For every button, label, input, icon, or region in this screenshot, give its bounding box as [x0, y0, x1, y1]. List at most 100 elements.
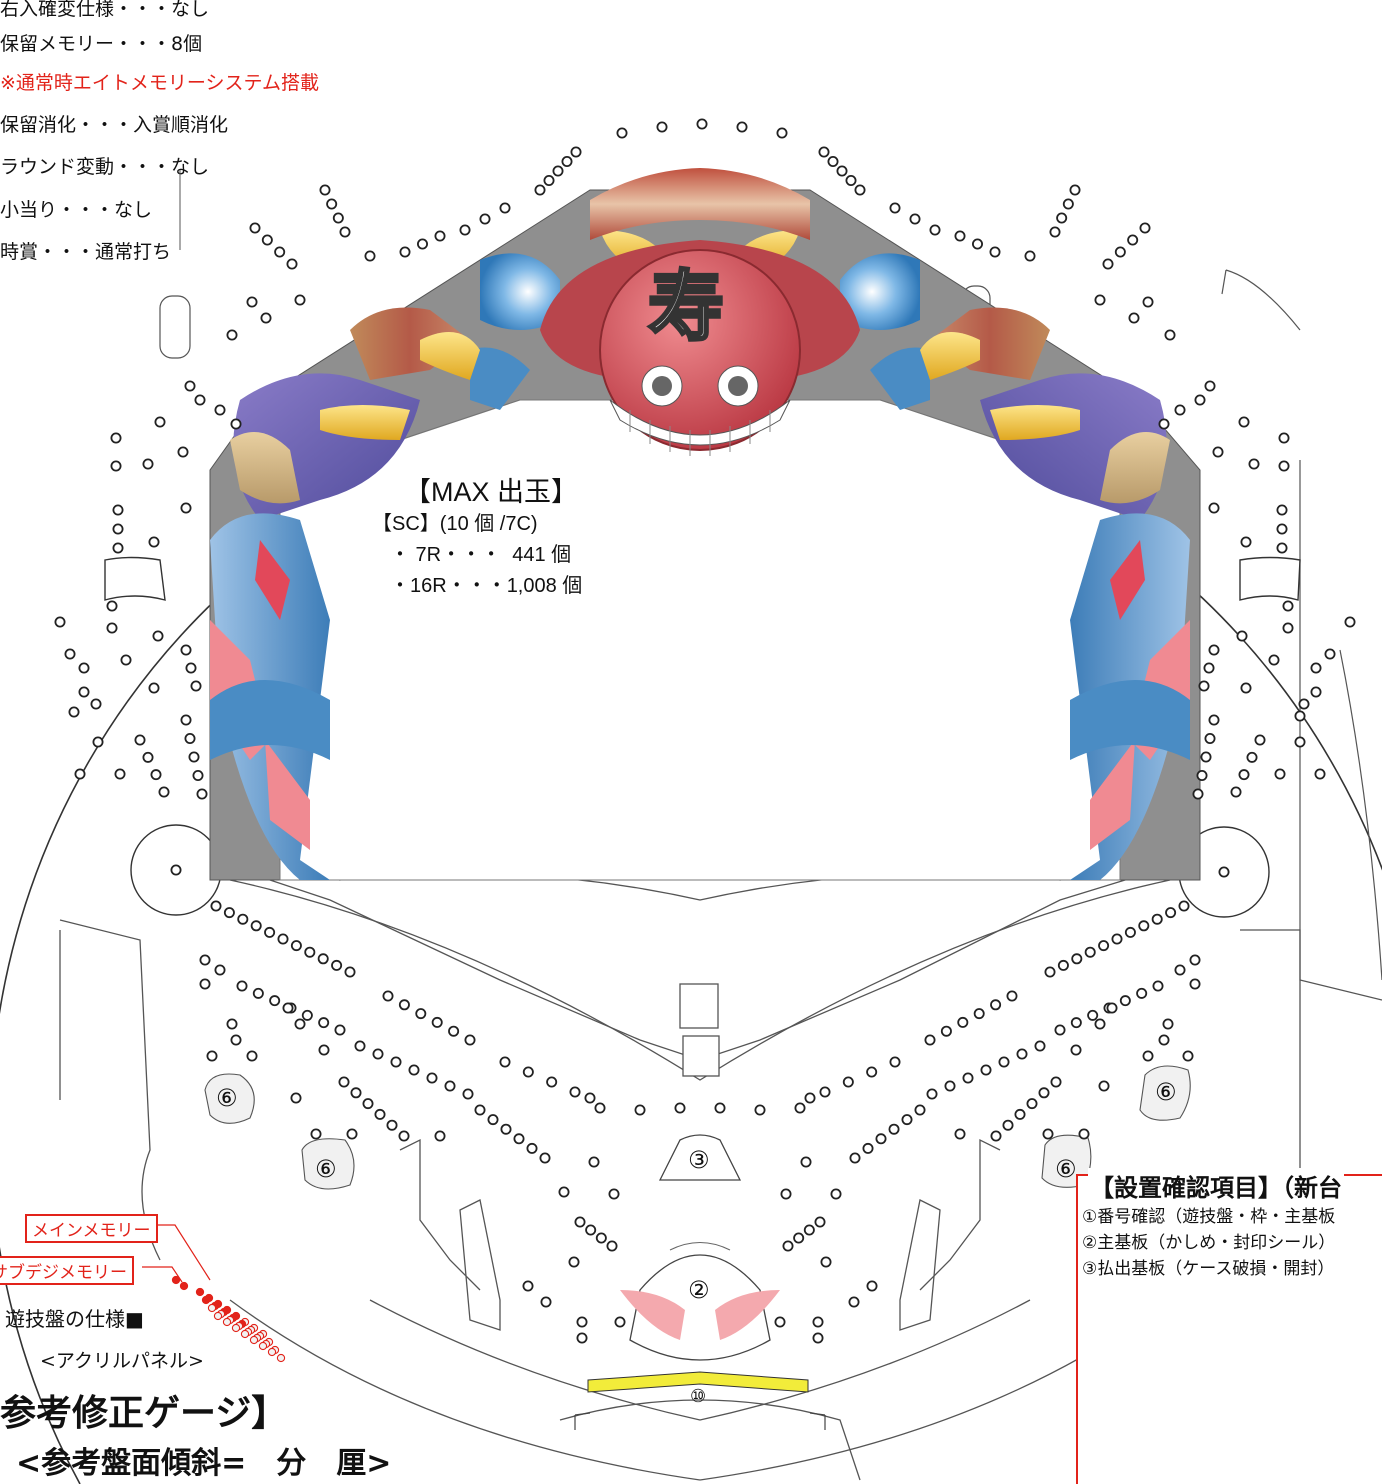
nail — [1071, 953, 1083, 965]
nail — [260, 312, 272, 324]
nail — [522, 1066, 534, 1078]
nail — [382, 990, 394, 1002]
nail — [1050, 1076, 1062, 1088]
nail — [539, 1152, 551, 1164]
nail — [534, 184, 546, 196]
nail — [929, 224, 941, 236]
nail — [1238, 769, 1250, 781]
nail — [957, 1016, 969, 1028]
nail — [142, 751, 154, 763]
nail — [106, 622, 118, 634]
nail — [954, 230, 966, 242]
nail — [142, 458, 154, 470]
gauge-title: 参考修正ゲージ】 — [0, 1393, 288, 1434]
board-spec-label: 遊技盤の仕様■ — [5, 1307, 144, 1331]
nail — [522, 1280, 534, 1292]
nail — [1070, 1044, 1082, 1056]
nail — [940, 1025, 952, 1037]
nail — [526, 1142, 538, 1154]
nail — [1314, 768, 1326, 780]
spec-line-eight-memory: ※通常時エイトメモリーシステム搭載 — [0, 72, 319, 94]
nail — [1240, 682, 1252, 694]
nail — [1208, 644, 1220, 656]
spec-line-round: ラウンド変動・・・なし — [0, 156, 210, 178]
nail — [249, 222, 261, 234]
nail — [78, 662, 90, 674]
nail — [230, 1034, 242, 1046]
nail — [714, 1102, 726, 1114]
nail — [1240, 536, 1252, 548]
nail — [434, 1130, 446, 1142]
nail — [973, 1008, 985, 1020]
nail — [1062, 198, 1074, 210]
nail — [434, 230, 446, 242]
nail — [800, 1156, 812, 1168]
nail — [812, 1332, 824, 1344]
nail — [1204, 733, 1216, 745]
nail — [1294, 710, 1306, 722]
nail — [223, 907, 235, 919]
nail — [110, 432, 122, 444]
nail — [1324, 648, 1336, 660]
nail — [286, 258, 298, 270]
nail — [1094, 1018, 1106, 1030]
center-character — [540, 240, 860, 456]
nail — [576, 1316, 588, 1328]
nail — [301, 1009, 313, 1021]
install-check-item-3: ③払出基板（ケース破損・開封） — [1082, 1259, 1335, 1279]
nail — [1139, 222, 1151, 234]
nail — [980, 1064, 992, 1076]
nail — [290, 1092, 302, 1104]
nail — [1158, 418, 1170, 430]
nail — [226, 1018, 238, 1030]
nail — [614, 1316, 626, 1328]
nail — [814, 1216, 826, 1228]
nail — [332, 212, 344, 224]
nail — [390, 1056, 402, 1068]
nail — [1114, 246, 1126, 258]
nail — [282, 1002, 294, 1014]
nail — [1238, 416, 1250, 428]
nail — [866, 1280, 878, 1292]
nail — [459, 224, 471, 236]
nail — [570, 146, 582, 158]
dragon-left — [210, 168, 700, 880]
nail — [656, 121, 668, 133]
nail — [1208, 502, 1220, 514]
nail — [331, 959, 343, 971]
nail — [184, 380, 196, 392]
nail — [1124, 926, 1136, 938]
memory-lamp — [195, 1287, 205, 1297]
nail — [92, 736, 104, 748]
spec-line-digestion: 保留消化・・・入賞順消化 — [0, 114, 229, 136]
nail — [1069, 184, 1081, 196]
nail — [1006, 990, 1018, 1002]
nail — [304, 946, 316, 958]
memory-lamp — [207, 1303, 217, 1313]
nail — [190, 680, 202, 692]
pocket-three — [658, 1134, 742, 1181]
nail — [150, 769, 162, 781]
nail — [261, 234, 273, 246]
nail — [944, 1080, 956, 1092]
nail — [374, 1108, 386, 1120]
nail — [346, 1128, 358, 1140]
nail — [543, 174, 555, 186]
memory-lamp — [258, 1341, 268, 1351]
nail — [344, 966, 356, 978]
nail — [774, 1316, 786, 1328]
nail — [398, 1130, 410, 1142]
nail — [1189, 978, 1201, 990]
install-check-title: 【設置確認項目】（新台 — [1088, 1168, 1344, 1203]
attacker-label: ⑩ — [690, 1386, 707, 1407]
nail — [192, 770, 204, 782]
nail — [1128, 312, 1140, 324]
nail — [819, 1086, 831, 1098]
nail — [569, 1086, 581, 1098]
nail — [1162, 1018, 1174, 1030]
nail — [1282, 622, 1294, 634]
nail — [842, 1076, 854, 1088]
nail — [196, 788, 208, 800]
nail — [594, 1102, 606, 1114]
nail — [1054, 1024, 1066, 1036]
